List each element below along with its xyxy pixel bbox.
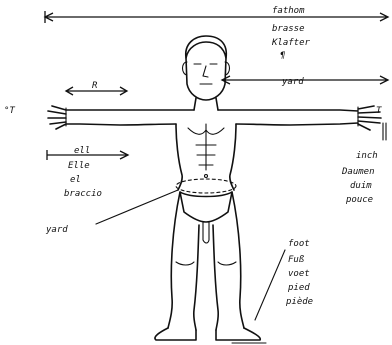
foot-label-it: piède: [285, 296, 313, 307]
inch-label: inch: [356, 151, 378, 161]
foot-label-fr: pied: [287, 283, 310, 293]
fathom-arrow: [45, 11, 388, 23]
ell-label-it: braccio: [64, 189, 102, 199]
inch-label-group: inch Daumen duim pouce: [341, 151, 378, 205]
foot-label-group: foot Fuß voet pied piède: [285, 239, 313, 307]
fathom-label-group: fathom brasse Klafter ¶: [271, 6, 311, 61]
yard-arrow: [222, 76, 388, 84]
inch-label-de: Daumen: [341, 167, 375, 177]
foot-label-nl: voet: [288, 269, 310, 279]
fathom-mark: ¶: [280, 51, 286, 61]
ell-label: ell: [74, 146, 90, 156]
inch-label-fr: pouce: [345, 195, 373, 205]
yard-waist-label: yard: [45, 225, 68, 235]
fathom-label-fr: brasse: [272, 24, 305, 34]
ell-label-de: Elle: [68, 161, 90, 171]
fathom-label: fathom: [272, 6, 305, 16]
ell-label-group: ell Elle el braccio: [64, 146, 102, 199]
ell-label-nl: el: [70, 175, 81, 185]
left-hand-mark: °T: [4, 106, 15, 116]
span-label: R: [92, 81, 98, 91]
foot-label: foot: [288, 239, 310, 249]
yard-top-label: yard: [281, 77, 304, 87]
inch-label-nl: duim: [350, 181, 372, 191]
right-hand-mark: T: [376, 106, 382, 116]
inch-marker: [383, 123, 386, 140]
fathom-label-de: Klafter: [271, 38, 311, 48]
foot-label-de: Fuß: [288, 255, 304, 265]
pointer-lines: [96, 190, 285, 320]
